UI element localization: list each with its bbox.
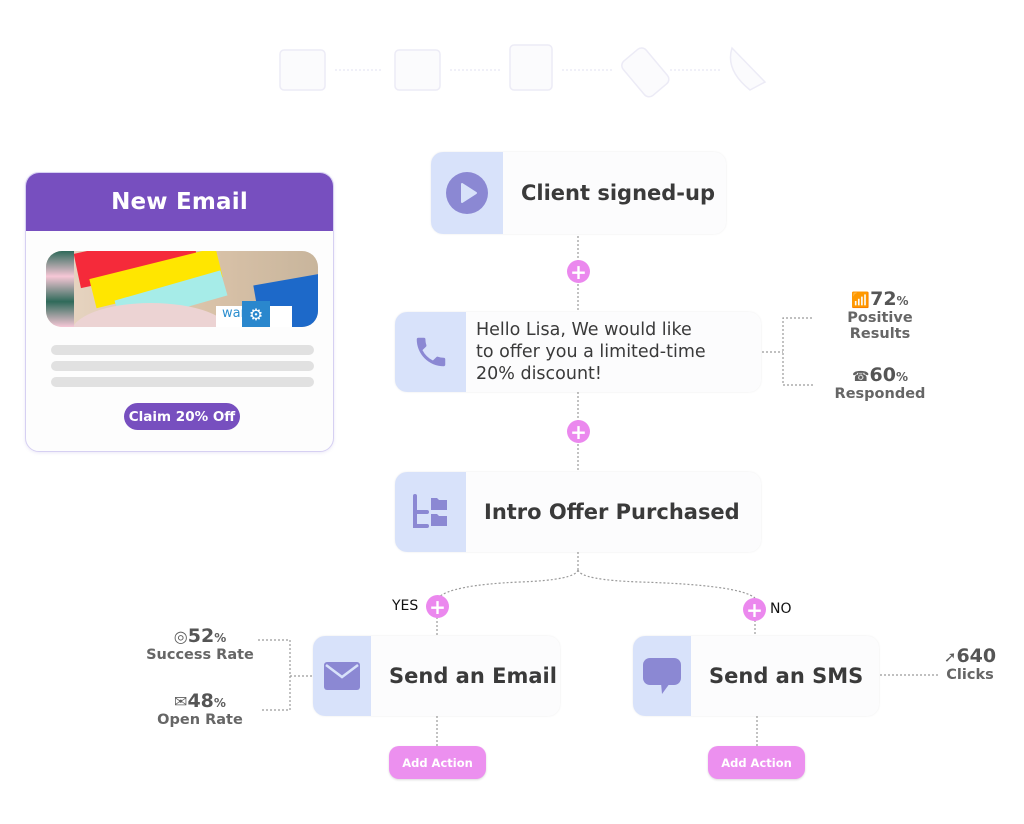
stat-clicks: ➚640 Clicks	[943, 645, 997, 683]
add-no-step-button[interactable]: +	[743, 598, 766, 621]
sms-icon	[643, 658, 681, 694]
stat-responded: ☎60% Responded	[834, 364, 926, 402]
email-open-icon	[394, 49, 441, 91]
email-preview-card: New Email ware ⚙ Claim 20% Off	[25, 172, 334, 452]
add-action-email-button[interactable]: Add Action	[389, 746, 486, 779]
send-email-icon-box	[313, 636, 371, 716]
play-icon	[446, 172, 488, 214]
message-node[interactable]: Hello Lisa, We would like to offer you a…	[395, 312, 761, 392]
message-line: 20% discount!	[476, 364, 602, 384]
add-action-sms-button[interactable]: Add Action	[708, 746, 805, 779]
channel-strip	[270, 40, 880, 100]
condition-label: Intro Offer Purchased	[484, 500, 740, 524]
target-icon: ◎	[173, 627, 188, 646]
add-step-button[interactable]: +	[567, 260, 590, 283]
email-card-title: New Email	[26, 173, 333, 231]
message-line: to offer you a limited-time	[476, 342, 706, 362]
yes-label: YES	[392, 598, 419, 614]
chat-bubble-icon	[509, 44, 553, 91]
phone-call-icon: ☎	[852, 369, 870, 385]
message-text: Hello Lisa, We would like to offer you a…	[466, 319, 706, 385]
message-line: Hello Lisa, We would like	[476, 320, 692, 340]
send-sms-icon-box	[633, 636, 691, 716]
stat-open-rate: ✉48% Open Rate	[157, 690, 243, 728]
email-hero-image: ware ⚙	[46, 251, 318, 327]
envelope-icon	[324, 662, 360, 690]
email-text-placeholder	[51, 345, 314, 355]
claim-offer-button[interactable]: Claim 20% Off	[124, 403, 240, 430]
trend-chart-icon: 📶	[851, 291, 871, 309]
trigger-label: Client signed-up	[521, 181, 716, 205]
send-sms-node[interactable]: Send an SMS	[633, 636, 879, 716]
email-icon	[279, 49, 326, 91]
trigger-icon-box	[431, 152, 503, 234]
message-icon-box	[395, 312, 466, 392]
gear-icon: ⚙	[242, 301, 270, 327]
phone-icon	[729, 46, 767, 91]
add-yes-step-button[interactable]: +	[426, 595, 449, 618]
email-text-placeholder	[51, 361, 314, 371]
phone-icon	[416, 337, 445, 367]
stat-positive-results: 📶72% Positive Results	[847, 288, 913, 342]
add-step-button[interactable]: +	[567, 420, 590, 443]
email-text-placeholder	[51, 377, 314, 387]
trigger-node[interactable]: Client signed-up	[431, 152, 726, 234]
branch-icon	[412, 494, 447, 528]
stat-success-rate: ◎52% Success Rate	[146, 625, 254, 663]
send-email-node[interactable]: Send an Email	[313, 636, 560, 716]
condition-node[interactable]: Intro Offer Purchased	[395, 472, 761, 552]
send-sms-label: Send an SMS	[709, 664, 864, 688]
cursor-icon: ➚	[943, 648, 957, 666]
send-email-label: Send an Email	[389, 664, 557, 688]
no-label: NO	[770, 601, 792, 617]
condition-icon-box	[395, 472, 466, 552]
tag-icon	[621, 47, 670, 98]
open-envelope-icon: ✉	[174, 692, 188, 711]
